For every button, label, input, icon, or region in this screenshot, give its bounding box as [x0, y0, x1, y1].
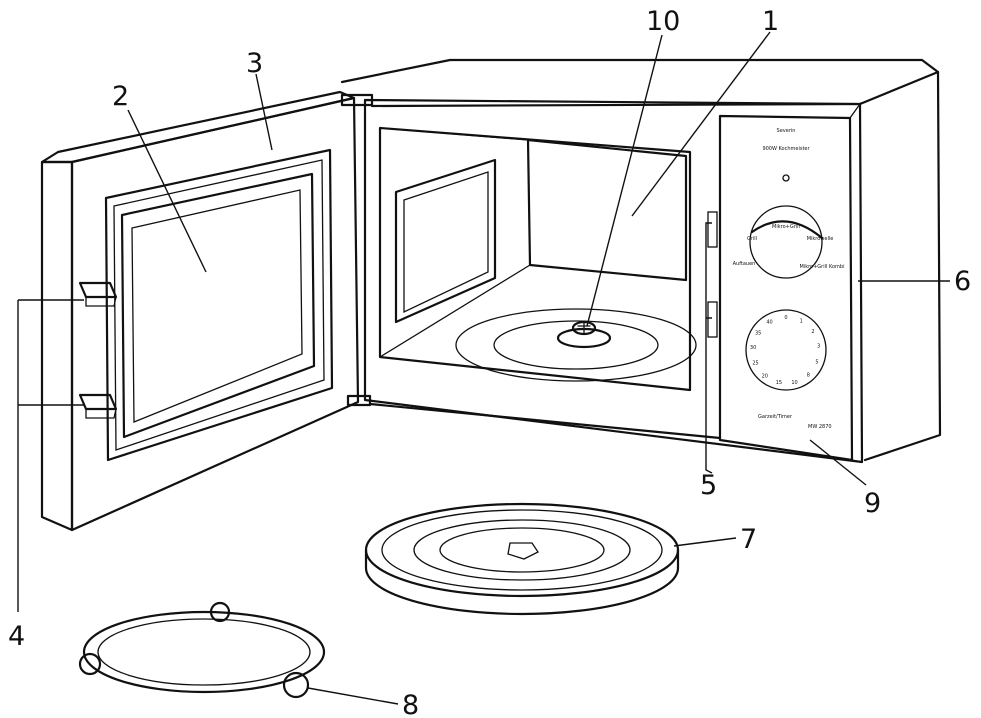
body-front-bottom-edge — [368, 402, 722, 440]
roller-wheel-right — [282, 671, 310, 699]
cavity-side-panel — [394, 158, 497, 324]
power-label: Mikrowelle — [807, 236, 834, 242]
leader-5 — [705, 222, 713, 474]
timer-label: 0 — [784, 315, 787, 321]
panel-model-title: 900W Kochmeister — [762, 146, 810, 152]
door-top-edge — [40, 90, 356, 164]
timer-label: 2 — [811, 329, 814, 335]
roller-ring-outer — [82, 610, 326, 694]
door-window-inner — [131, 189, 303, 423]
callout-8: 8 — [402, 690, 419, 718]
cavity-opening — [378, 126, 692, 392]
leader-3 — [255, 73, 273, 151]
timer-label: 3 — [817, 344, 820, 350]
door-side-edge — [40, 160, 74, 532]
leader-4 — [17, 299, 84, 612]
timer-label: 10 — [791, 380, 797, 386]
panel-footer-right: MW 2870 — [808, 424, 832, 430]
door-frame-outer — [104, 148, 334, 462]
power-label: Auftauen — [733, 261, 756, 267]
oven-cavity — [378, 126, 718, 392]
timer-label: 5 — [815, 359, 818, 365]
cavity-floor-left-edge — [379, 264, 531, 358]
door-latch-lower — [78, 393, 118, 411]
leader-7 — [673, 537, 737, 547]
control-panel-face — [718, 114, 854, 462]
power-label: Grill — [747, 236, 757, 242]
timer-label: 15 — [776, 380, 782, 386]
roller-wheel-back — [209, 601, 231, 623]
callout-2: 2 — [112, 81, 129, 112]
leader-2 — [127, 109, 207, 273]
door-latch-lower-side — [85, 408, 117, 419]
door-interlock-upper — [707, 211, 718, 248]
callout-7: 7 — [740, 524, 757, 555]
callout-6: 6 — [954, 266, 971, 297]
tray-outer-rim — [364, 502, 680, 598]
door-latch-upper — [78, 281, 118, 299]
timer-label: 8 — [807, 372, 810, 378]
leader-9 — [809, 439, 867, 486]
power-knob-dial[interactable] — [749, 205, 823, 279]
callout-5: 5 — [700, 470, 717, 501]
cavity-back-wall — [526, 138, 688, 282]
tray-ring-2 — [413, 519, 631, 581]
tray-rim-side — [364, 548, 680, 616]
tray-ring-1 — [381, 509, 663, 591]
door-latch-upper-side — [85, 296, 117, 307]
cavity-ceiling-edge — [379, 127, 529, 141]
callout-9: 9 — [864, 488, 881, 519]
leader-lines — [17, 31, 950, 705]
callout-numbers: 1 2 3 4 5 6 7 8 9 10 — [8, 6, 971, 718]
roller-wheel-left — [78, 652, 102, 676]
leader-8 — [307, 687, 399, 705]
power-label: Mikro+Grill — [772, 224, 800, 230]
body-right-side — [863, 70, 942, 462]
leader-10 — [586, 34, 663, 327]
door-frame-mid — [113, 159, 325, 451]
door-front-panel — [70, 96, 360, 532]
power-label: Mikro+Grill Kombi — [799, 264, 844, 270]
timer-label: 30 — [750, 345, 756, 351]
timer-knob-dial[interactable] — [745, 309, 827, 391]
callout-3: 3 — [246, 48, 263, 79]
callout-1: 1 — [762, 6, 779, 37]
control-panel: Severin 900W Kochmeister AuftauenGrillMi… — [718, 101, 863, 463]
timer-label: 25 — [752, 361, 758, 367]
leader-1 — [631, 31, 771, 217]
glass-turntable-tray — [364, 502, 680, 616]
roller-ring-inner — [97, 618, 311, 686]
timer-label: 40 — [766, 319, 772, 325]
cavity-back-left-corner — [527, 139, 531, 266]
roller-ring — [78, 601, 326, 699]
door-interlock-lower — [707, 301, 718, 338]
body-front — [363, 98, 864, 464]
power-knob-scale — [750, 220, 824, 240]
callout-10: 10 — [646, 6, 680, 37]
timer-label: 35 — [755, 330, 761, 336]
control-panel-edge — [849, 101, 863, 463]
cavity-turntable-outer — [455, 308, 697, 382]
door — [40, 90, 374, 532]
body-top — [340, 58, 940, 108]
drive-coupler-cross — [577, 321, 591, 335]
panel-led-icon — [782, 174, 790, 182]
panel-footer-left: Garzeit/Timer — [758, 414, 793, 420]
tray-coupler-recess — [507, 542, 539, 560]
power-labels-group: Auftauen Grill Mikro+GrillMikrowelleMikro+… — [733, 224, 845, 270]
timer-label: 20 — [762, 373, 768, 379]
panel-brand: Severin — [777, 128, 796, 134]
door-window — [120, 172, 316, 439]
callout-4: 4 — [8, 621, 25, 652]
cavity-turntable-inner — [493, 320, 659, 370]
cavity-side-panel-inner — [403, 171, 489, 314]
tray-ring-3 — [439, 527, 605, 573]
timer-label: 1 — [800, 319, 803, 325]
